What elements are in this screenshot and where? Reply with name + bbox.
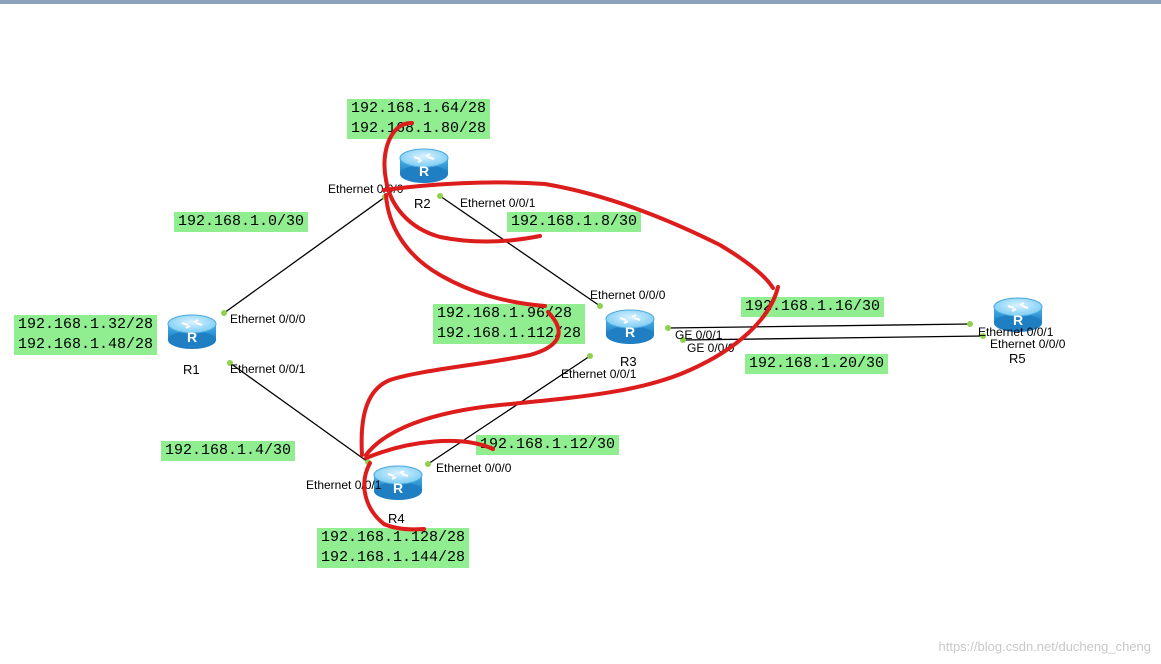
router-R4-icon[interactable]: R xyxy=(373,465,423,500)
subnet-label-r3-lan: 192.168.1.96/28 192.168.1.112/28 xyxy=(433,304,586,344)
subnet-text: 192.168.1.64/28 xyxy=(351,100,487,117)
subnet-label-r2-lan: 192.168.1.64/28 192.168.1.80/28 xyxy=(347,99,491,139)
svg-text:R: R xyxy=(393,480,403,496)
port-dot xyxy=(437,193,443,199)
subnet-text: 192.168.1.48/28 xyxy=(18,336,154,353)
port-dot xyxy=(680,337,686,343)
subnet-text: 192.168.1.32/28 xyxy=(18,316,154,333)
subnet-text: 192.168.1.128/28 xyxy=(321,529,466,546)
router-R5-icon[interactable]: R xyxy=(993,297,1043,332)
window-top-border xyxy=(0,0,1161,4)
link-r3-r5-ge000[interactable] xyxy=(682,335,984,341)
link-r1-r2[interactable] xyxy=(223,196,386,314)
annotation-stroke-r2-to-r3lan xyxy=(384,193,547,308)
port-dot xyxy=(665,325,671,331)
link-r1-r4[interactable] xyxy=(229,362,369,463)
svg-text:R: R xyxy=(1013,312,1023,328)
watermark-text: https://blog.csdn.net/ducheng_cheng xyxy=(938,639,1152,654)
interface-label-r2-e001: Ethernet 0/0/1 xyxy=(460,196,536,210)
port-dot xyxy=(425,461,431,467)
link-r3-r5-ge001[interactable] xyxy=(667,323,971,329)
subnet-label-r1-r4: 192.168.1.4/30 xyxy=(161,441,296,461)
router-name-r3: R3 xyxy=(620,354,637,369)
link-r4-r3[interactable] xyxy=(427,355,591,465)
port-dot xyxy=(967,321,973,327)
router-name-r5: R5 xyxy=(1009,351,1026,366)
subnet-label-r4-lan: 192.168.1.128/28 192.168.1.144/28 xyxy=(317,528,470,568)
interface-label-r3-ge001: GE 0/0/1 xyxy=(675,328,723,342)
annotation-stroke-r2-r3-summary xyxy=(382,180,775,290)
interface-label-r2-e000: Ethernet 0/0/0 xyxy=(328,182,404,196)
router-R3-icon[interactable]: R xyxy=(605,309,655,344)
links xyxy=(223,195,984,465)
subnet-text: 192.168.1.80/28 xyxy=(351,120,487,137)
port-dot xyxy=(597,303,603,309)
router-R2-icon[interactable]: R xyxy=(399,148,449,183)
port-dot xyxy=(227,360,233,366)
interface-label-r1-e000: Ethernet 0/0/0 xyxy=(230,312,306,326)
interface-label-r3-e000: Ethernet 0/0/0 xyxy=(590,288,666,302)
port-dot xyxy=(587,353,593,359)
port-dot xyxy=(980,333,986,339)
port-dot xyxy=(221,310,227,316)
router-R1-icon[interactable]: R xyxy=(167,314,217,349)
interface-label-r5-e001: Ethernet 0/0/1 xyxy=(978,325,1054,339)
link-r2-r3[interactable] xyxy=(439,195,601,307)
router-name-r1: R1 xyxy=(183,362,200,377)
subnet-label-r3-r5-b: 192.168.1.20/30 xyxy=(745,354,889,374)
annotation-stroke-r4-hook xyxy=(364,438,495,460)
interface-label-r4-e000: Ethernet 0/0/0 xyxy=(436,461,512,475)
subnet-label-r1-r2: 192.168.1.0/30 xyxy=(174,212,309,232)
annotation-stroke-r3-to-r4-bottom xyxy=(364,285,780,457)
subnet-text: 192.168.1.112/28 xyxy=(437,325,582,342)
subnet-label-r1-lan: 192.168.1.32/28 192.168.1.48/28 xyxy=(14,315,158,355)
router-name-r4: R4 xyxy=(388,511,405,526)
subnet-label-r3-r4: 192.168.1.12/30 xyxy=(476,435,620,455)
svg-text:R: R xyxy=(187,329,197,345)
router-name-r2: R2 xyxy=(414,196,431,211)
interface-label-r3-e001: Ethernet 0/0/1 xyxy=(561,367,637,381)
subnet-text: 192.168.1.144/28 xyxy=(321,549,466,566)
interface-label-r5-e000: Ethernet 0/0/0 xyxy=(990,337,1066,351)
svg-text:R: R xyxy=(419,163,429,179)
svg-text:R: R xyxy=(625,324,635,340)
subnet-label-r3-r5-a: 192.168.1.16/30 xyxy=(741,297,885,317)
subnet-text: 192.168.1.96/28 xyxy=(437,305,573,322)
subnet-label-r2-r3: 192.168.1.8/30 xyxy=(507,212,642,232)
annotation-stroke-r3lan-to-r4 xyxy=(359,310,561,457)
annotation-stroke-r2-loop xyxy=(382,120,542,244)
annotation-stroke-r4-lan xyxy=(362,461,426,532)
interface-label-r1-e001: Ethernet 0/0/1 xyxy=(230,362,306,376)
